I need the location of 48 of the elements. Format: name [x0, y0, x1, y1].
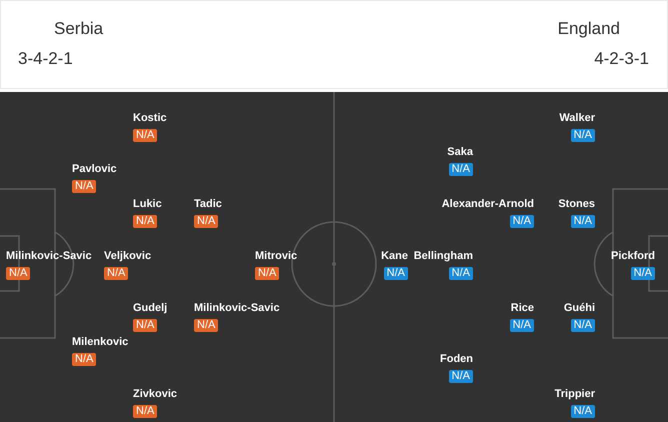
team-name: England	[558, 19, 620, 39]
rating-badge: N/A	[133, 319, 158, 332]
formation: 3-4-2-1	[18, 49, 73, 69]
player-name: Milinkovic-Savic	[6, 250, 92, 263]
rating-badge: N/A	[6, 267, 30, 280]
rating-badge: N/A	[104, 267, 128, 280]
rating-badge: N/A	[72, 353, 96, 366]
rating-badge: N/A	[72, 180, 96, 193]
player-name: Milenkovic	[72, 336, 128, 349]
player-name: Stones	[558, 198, 595, 211]
player-name: Walker	[559, 112, 595, 125]
rating-badge: N/A	[448, 370, 473, 383]
rating-badge: N/A	[510, 215, 534, 228]
player-name: Trippier	[554, 388, 595, 401]
rating-badge: N/A	[570, 215, 595, 228]
player-name: Bellingham	[414, 250, 473, 263]
rating-badge: N/A	[255, 267, 280, 280]
rating-badge: N/A	[570, 129, 595, 142]
rating-badge: N/A	[133, 215, 158, 228]
rating-badge: N/A	[510, 319, 534, 332]
formation: 4-2-3-1	[594, 49, 649, 69]
player-name: Tadic	[194, 198, 222, 211]
rating-badge: N/A	[194, 215, 218, 228]
player-name: Saka	[447, 146, 473, 159]
rating-badge: N/A	[133, 405, 158, 418]
rating-badge: N/A	[194, 319, 218, 332]
rating-badge: N/A	[448, 163, 473, 176]
player-name: Pickford	[610, 250, 655, 263]
rating-badge: N/A	[570, 319, 595, 332]
rating-badge: N/A	[630, 267, 655, 280]
player-name: Pavlovic	[72, 163, 117, 176]
player-name: Rice	[510, 302, 534, 315]
player-name: Gudelj	[133, 302, 168, 315]
rating-badge: N/A	[570, 405, 595, 418]
rating-badge: N/A	[384, 267, 408, 280]
player-name: Milinkovic-Savic	[194, 302, 280, 315]
player-name: Alexander-Arnold	[442, 198, 534, 211]
player-name: Veljkovic	[104, 250, 152, 263]
player-name: Foden	[440, 353, 473, 366]
player-name: Mitrovic	[255, 250, 298, 263]
rating-badge: N/A	[448, 267, 473, 280]
player-name: Kane	[381, 250, 408, 263]
player-name: Lukic	[133, 198, 162, 211]
team-name: Serbia	[54, 19, 104, 39]
player-name: Guéhi	[564, 302, 595, 315]
player-name: Zivkovic	[133, 388, 178, 401]
player-name: Kostic	[133, 112, 167, 125]
rating-badge: N/A	[133, 129, 158, 142]
